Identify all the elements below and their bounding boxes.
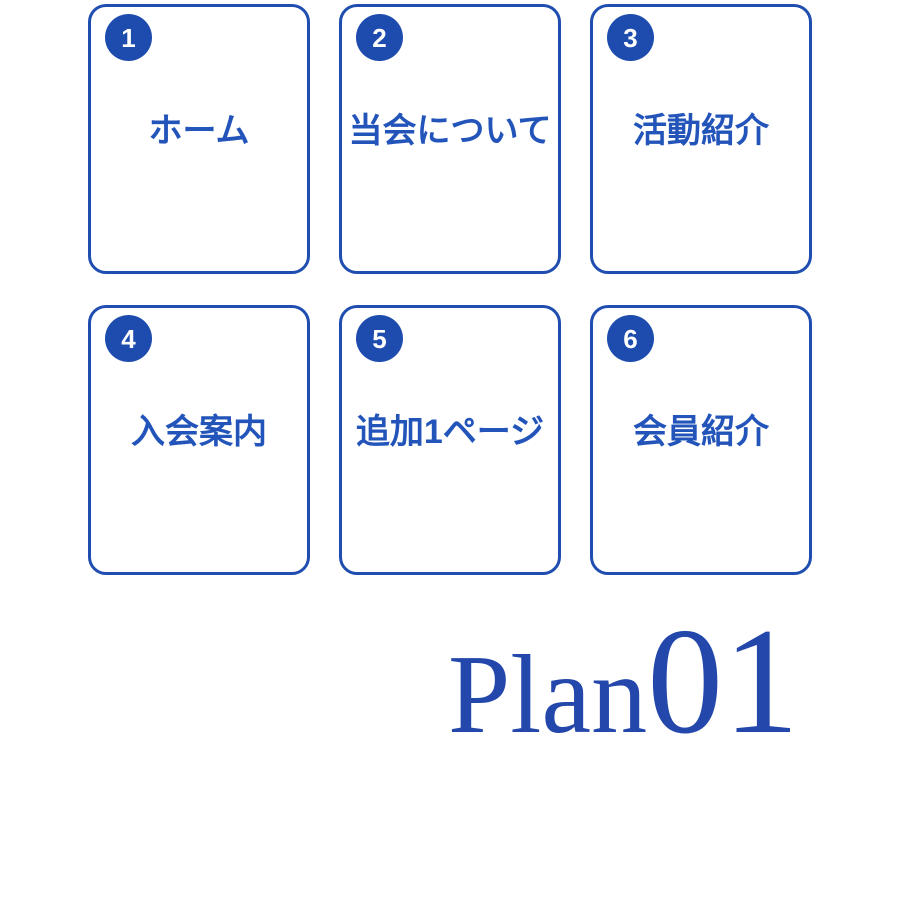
card-number: 4 (121, 323, 136, 354)
card-number-badge: 6 (607, 315, 654, 362)
page-card-home: 1 ホーム (88, 4, 310, 274)
card-label: 入会案内 (131, 413, 267, 451)
plan-title-word: Plan (448, 633, 648, 757)
card-number: 6 (623, 323, 638, 354)
card-number-badge: 2 (356, 14, 403, 61)
card-label: 会員紹介 (633, 413, 769, 451)
card-label: 活動紹介 (633, 112, 769, 150)
card-label: ホーム (148, 112, 250, 150)
page-card-membership: 4 入会案内 (88, 305, 310, 575)
card-label: 追加1ページ (355, 413, 545, 451)
card-number-badge: 5 (356, 315, 403, 362)
card-number-badge: 4 (105, 315, 152, 362)
card-number: 2 (372, 22, 387, 53)
page-card-activities: 3 活動紹介 (590, 4, 812, 274)
card-number-badge: 1 (105, 14, 152, 61)
page-card-extra-page: 5 追加1ページ (339, 305, 561, 575)
card-number: 1 (121, 22, 136, 53)
page-card-grid: 1 ホーム 2 当会について 3 活動紹介 4 入会案内 5 (88, 4, 812, 575)
card-number: 5 (372, 323, 387, 354)
plan-title-number: 01 (647, 597, 800, 765)
page-card-about: 2 当会について (339, 4, 561, 274)
card-number-badge: 3 (607, 14, 654, 61)
card-number: 3 (623, 22, 638, 53)
card-label: 当会について (348, 112, 552, 150)
page-card-members: 6 会員紹介 (590, 305, 812, 575)
